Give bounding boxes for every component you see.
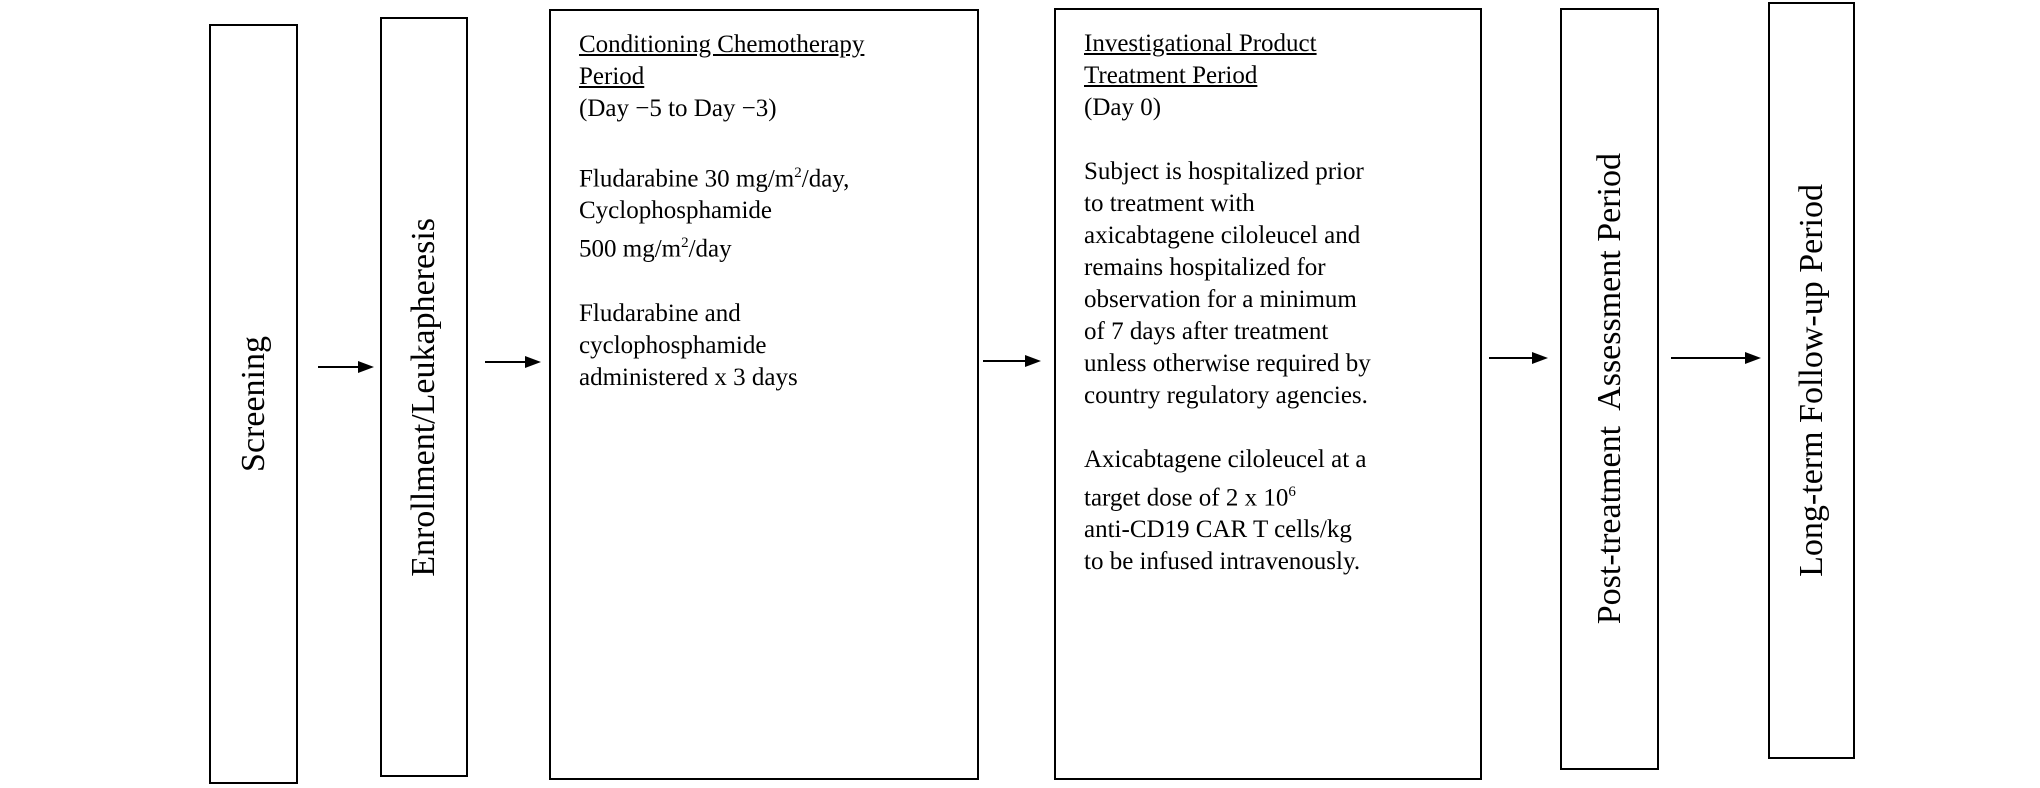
conditioning-days: (Day −5 to Day −3) — [579, 95, 777, 122]
investigational-days: (Day 0) — [1084, 94, 1162, 121]
screening-box: Screening — [209, 24, 298, 784]
investigational-heading: Investigational Product Treatment Period — [1084, 30, 1317, 89]
conditioning-heading: Conditioning Chemotherapy Period — [579, 31, 865, 90]
arrow-conditioning-to-investigational — [983, 355, 1041, 367]
enrollment-box: Enrollment/Leukapheresis — [380, 17, 468, 777]
arrow-post-treatment-to-long-term — [1671, 352, 1761, 364]
conditioning-administration: Fludarabine and cyclophosphamide adminis… — [579, 299, 798, 391]
enrollment-label: Enrollment/Leukapheresis — [405, 217, 442, 577]
long-term-label: Long-term Follow-up Period — [1792, 184, 1830, 577]
arrow-screening-to-enrollment — [318, 361, 374, 373]
arrow-enrollment-to-conditioning — [485, 356, 541, 368]
screening-label: Screening — [234, 336, 272, 472]
conditioning-dose: Fludarabine 30 mg/m2/day, Cyclophosphami… — [579, 165, 850, 263]
conditioning-period-box: Conditioning Chemotherapy Period (Day −5… — [549, 9, 979, 780]
long-term-box: Long-term Follow-up Period — [1768, 2, 1855, 759]
axicabtagene-dose-note: Axicabtagene ciloleucel at a target dose… — [1084, 446, 1367, 576]
post-treatment-label: Post-treatment Assessment Period — [1590, 153, 1628, 625]
hospitalization-note: Subject is hospitalized prior to treatme… — [1084, 158, 1371, 409]
investigational-period-box: Investigational Product Treatment Period… — [1054, 8, 1482, 780]
post-treatment-box: Post-treatment Assessment Period — [1560, 8, 1659, 770]
arrow-investigational-to-post-treatment — [1489, 352, 1548, 364]
